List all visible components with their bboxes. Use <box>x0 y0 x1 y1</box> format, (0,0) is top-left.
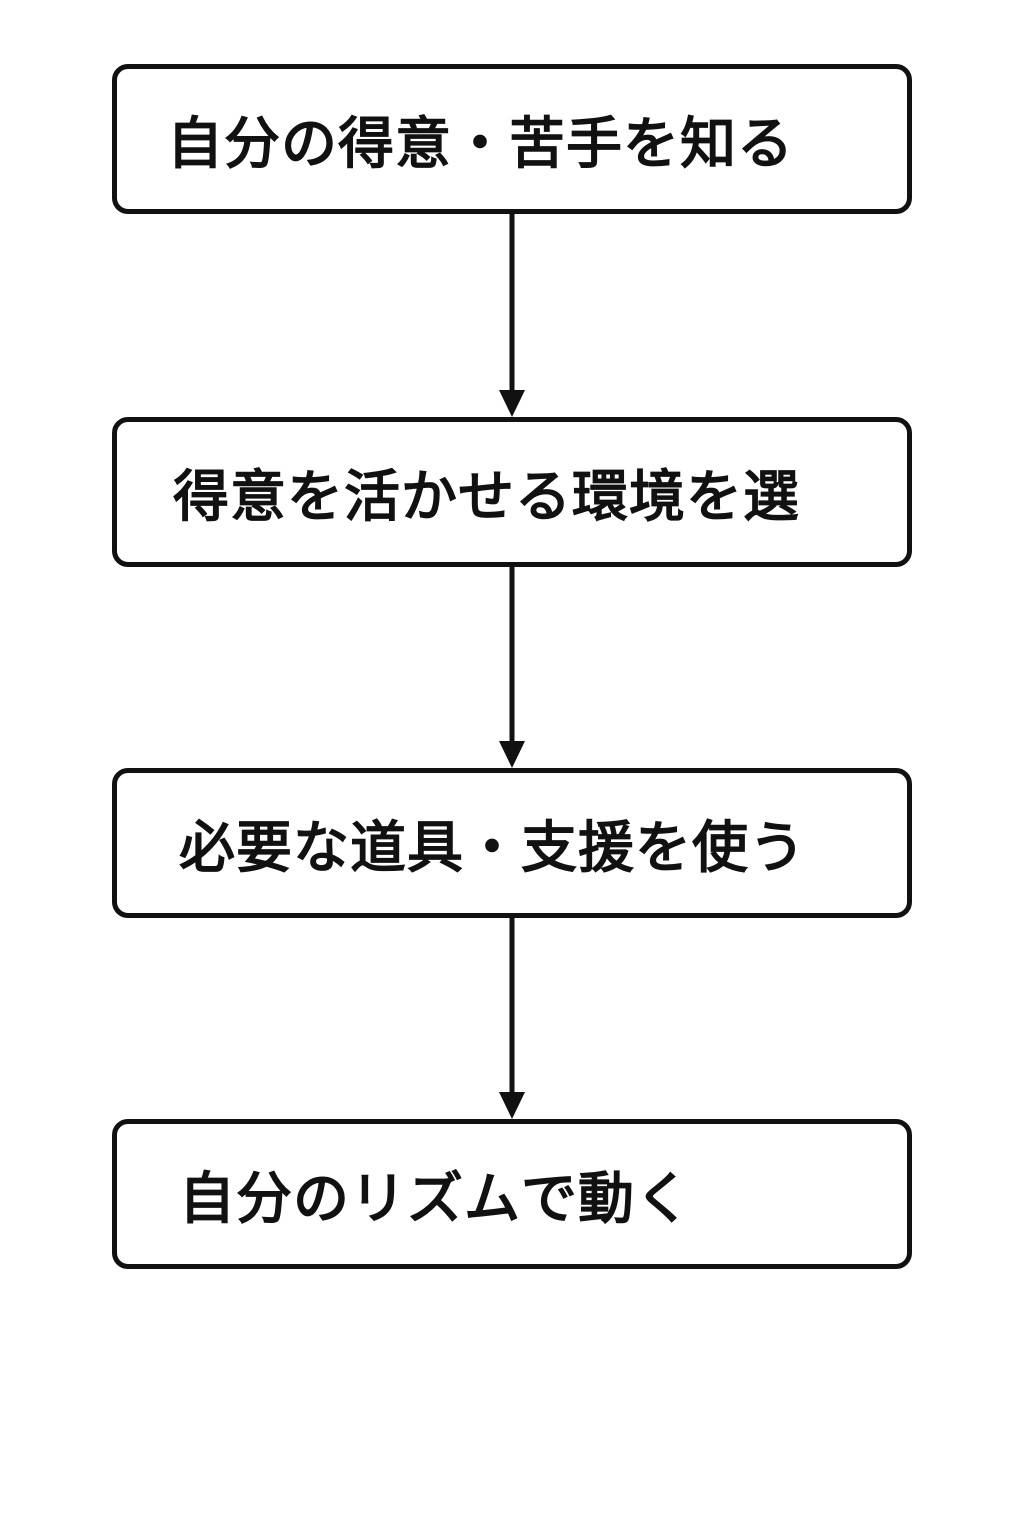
flow-step-1-label: 自分の得意・苦手を知る <box>167 111 794 177</box>
flow-step-3-label: 必要な道具・支援を使う <box>179 815 806 881</box>
flow-step-2: 得意を活かせる環境を選 <box>112 417 912 567</box>
flow-step-1: 自分の得意・苦手を知る <box>112 64 912 214</box>
flow-arrow-1 <box>497 214 527 417</box>
flow-step-2-label: 得意を活かせる環境を選 <box>173 464 800 530</box>
flow-step-4: 自分のリズムで動く <box>112 1119 912 1269</box>
flow-step-4-label: 自分のリズムで動く <box>179 1166 692 1232</box>
flow-arrow-3 <box>497 918 527 1119</box>
flow-step-3: 必要な道具・支援を使う <box>112 768 912 918</box>
flow-arrow-2 <box>497 567 527 768</box>
